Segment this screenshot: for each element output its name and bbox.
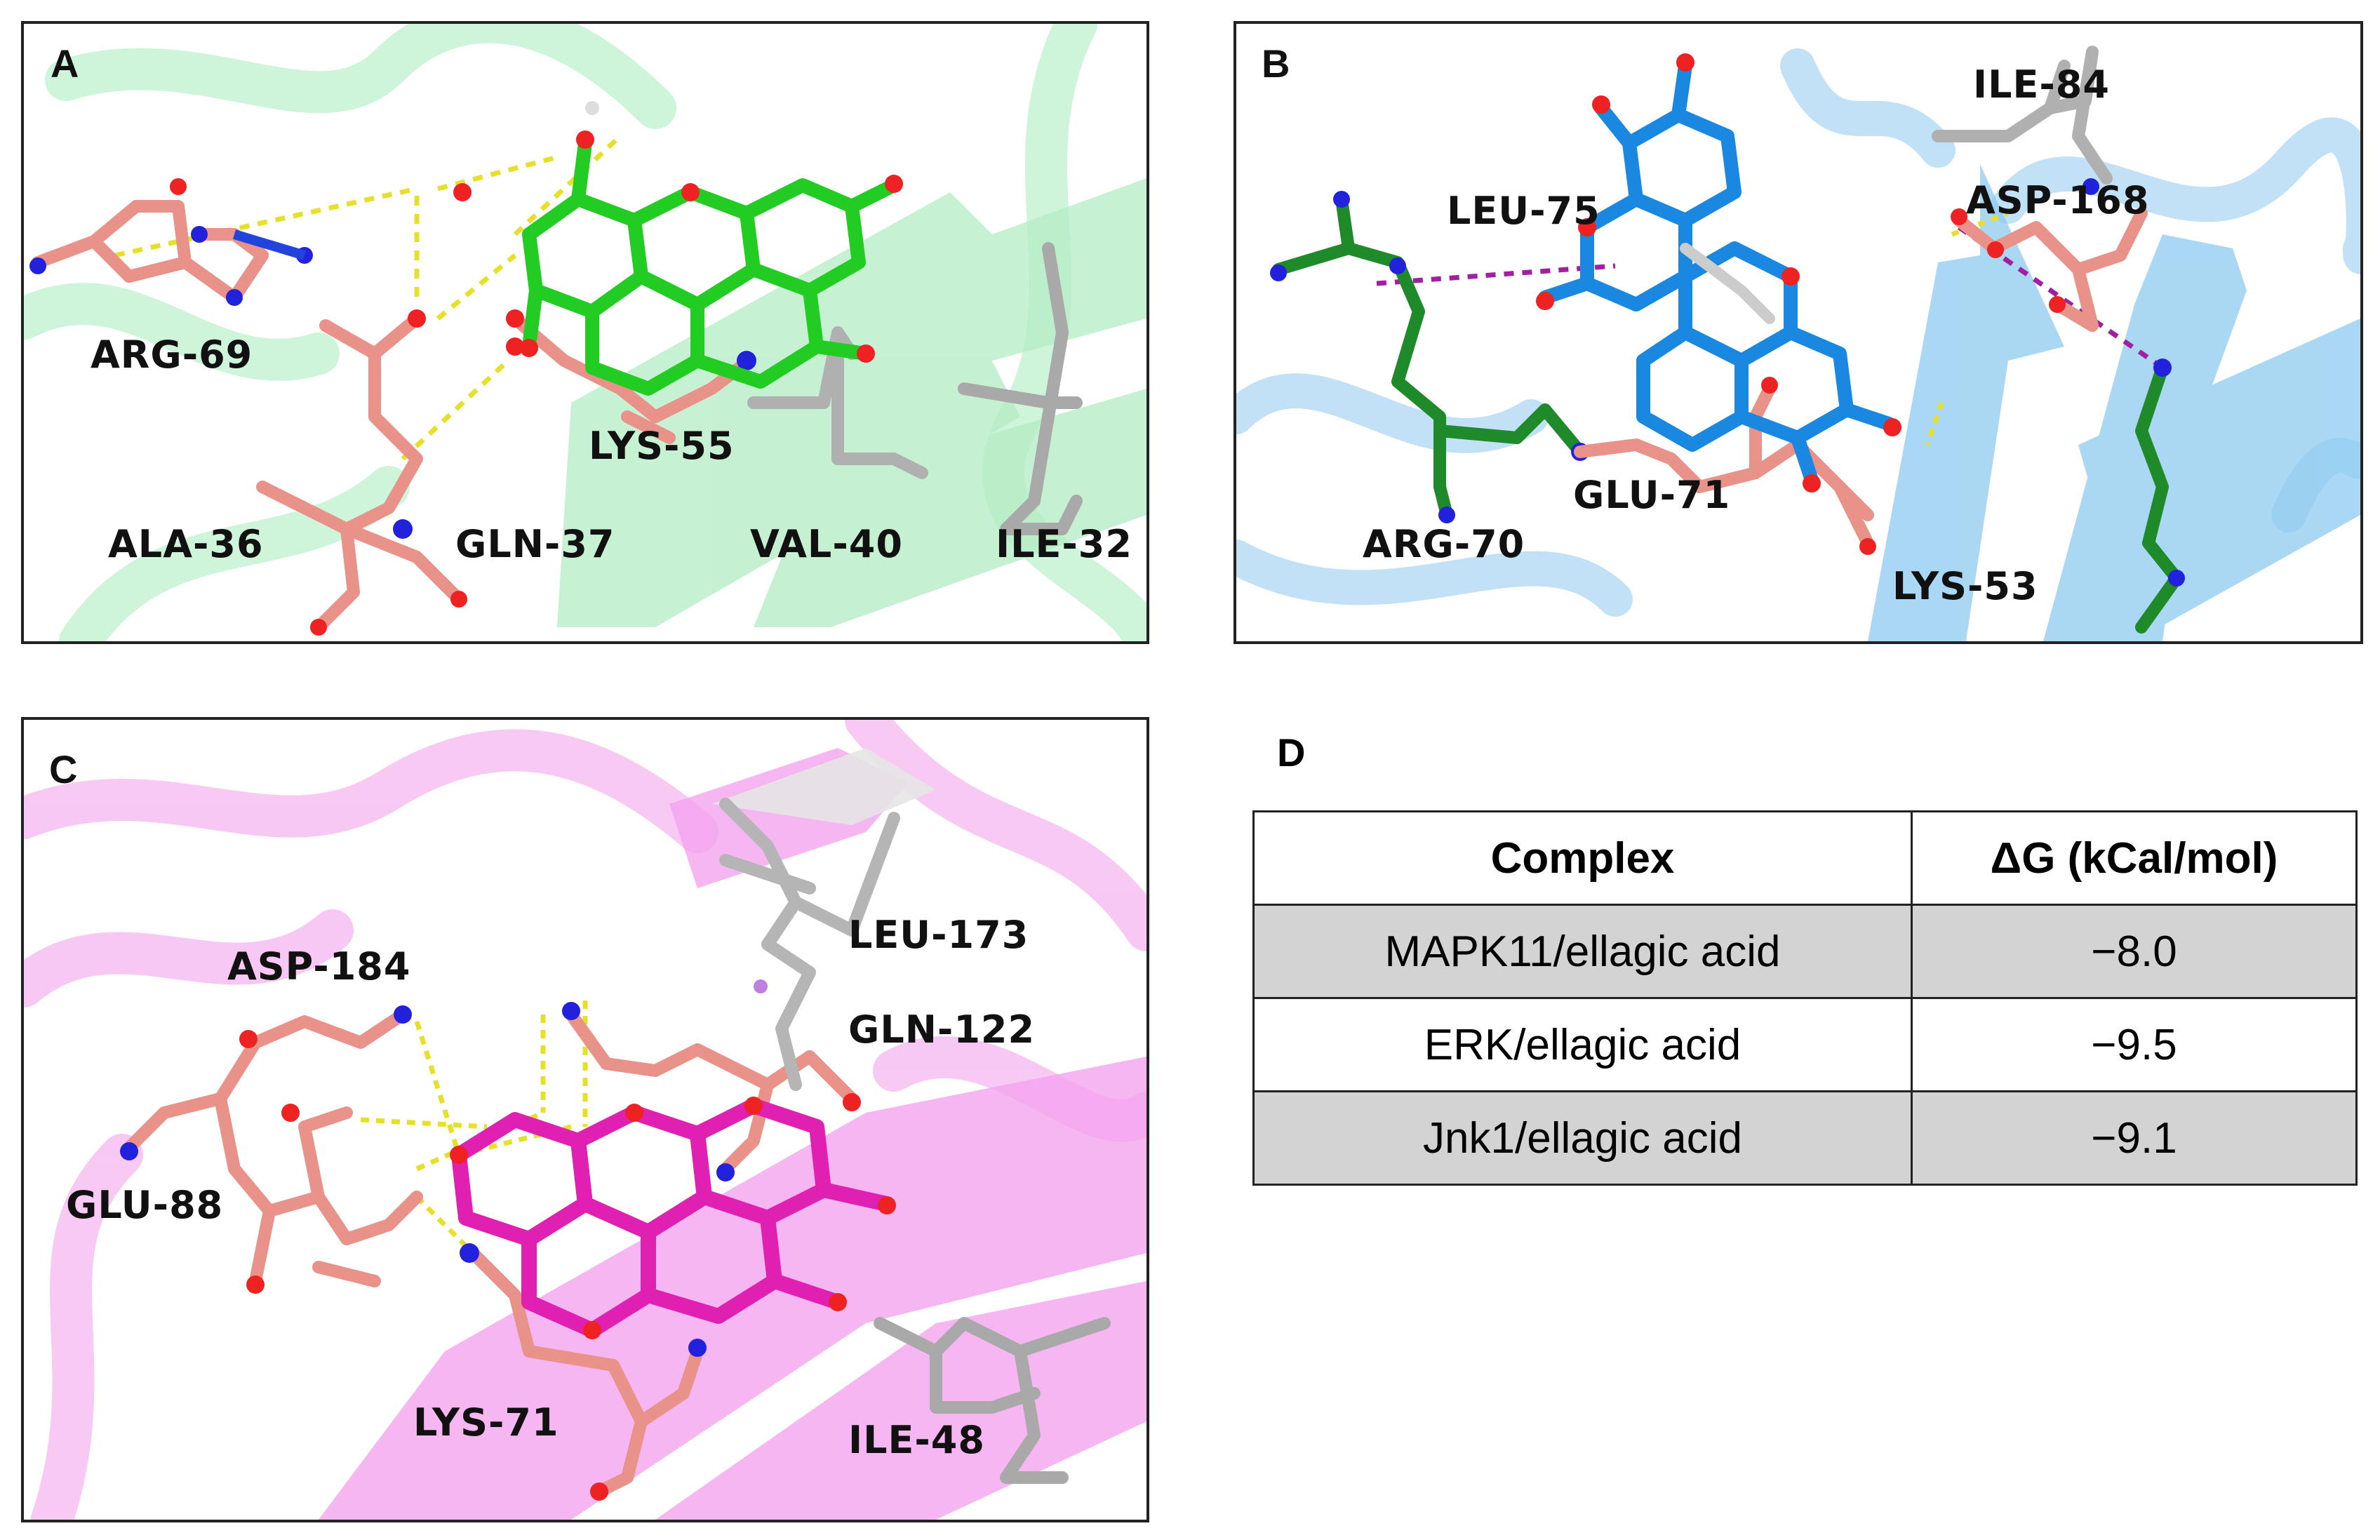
label-ile-32: ILE-32 <box>996 522 1132 566</box>
binding-energy-table: Complex ΔG (kCal/mol) MAPK11/ellagic aci… <box>1252 810 2358 1186</box>
cell-complex: Jnk1/ellagic acid <box>1252 1090 1913 1186</box>
panel-c-structure <box>24 720 1146 1520</box>
label-arg-70: ARG-70 <box>1363 522 1525 566</box>
panel-a: A ARG-69 ALA-36 GLN-37 LYS-55 VAL-40 ILE… <box>21 21 1149 644</box>
label-asp-168: ASP-168 <box>1966 178 2150 222</box>
panel-c: C ASP-184 LEU-173 GLN-122 GLU-88 LYS-71 … <box>21 717 1149 1522</box>
panel-a-letter: A <box>51 41 79 86</box>
panel-a-structure <box>24 24 1146 641</box>
table-row: ERK/ellagic acid −9.5 <box>1252 997 2358 1092</box>
panel-c-letter: C <box>49 747 78 791</box>
label-ala-36: ALA-36 <box>108 522 264 566</box>
label-arg-69: ARG-69 <box>91 333 253 377</box>
label-lys-55: LYS-55 <box>589 424 735 468</box>
table-row: Jnk1/ellagic acid −9.1 <box>1252 1090 2358 1186</box>
label-lys-71: LYS-71 <box>413 1400 559 1445</box>
cell-delta-g: −9.5 <box>1911 997 2358 1092</box>
label-glu-88: GLU-88 <box>66 1183 224 1227</box>
panel-d-letter: D <box>1277 730 1306 775</box>
cell-delta-g: −9.1 <box>1911 1090 2358 1186</box>
panel-b: B ILE-84 ASP-168 LEU-75 ARG-70 GLU-71 LY… <box>1234 21 2363 644</box>
label-glu-71: GLU-71 <box>1573 473 1731 517</box>
cell-delta-g: −8.0 <box>1911 904 2358 999</box>
label-ile-48: ILE-48 <box>848 1418 985 1462</box>
cell-complex: MAPK11/ellagic acid <box>1252 904 1913 999</box>
label-asp-184: ASP-184 <box>227 944 411 989</box>
label-ile-84: ILE-84 <box>1973 62 2110 107</box>
label-val-40: VAL-40 <box>750 522 903 566</box>
panel-b-structure <box>1236 46 2360 641</box>
cell-complex: ERK/ellagic acid <box>1252 997 1913 1092</box>
table-row: MAPK11/ellagic acid −8.0 <box>1252 904 2358 999</box>
label-gln-122: GLN-122 <box>848 1007 1036 1052</box>
header-complex: Complex <box>1252 810 1913 906</box>
table-header-row: Complex ΔG (kCal/mol) <box>1252 810 2358 906</box>
header-delta-g: ΔG (kCal/mol) <box>1911 810 2358 906</box>
panel-b-letter: B <box>1262 41 1290 86</box>
label-leu-75: LEU-75 <box>1447 189 1600 233</box>
label-leu-173: LEU-173 <box>848 913 1029 957</box>
label-gln-37: GLN-37 <box>455 522 615 566</box>
label-lys-53: LYS-53 <box>1892 564 2038 608</box>
